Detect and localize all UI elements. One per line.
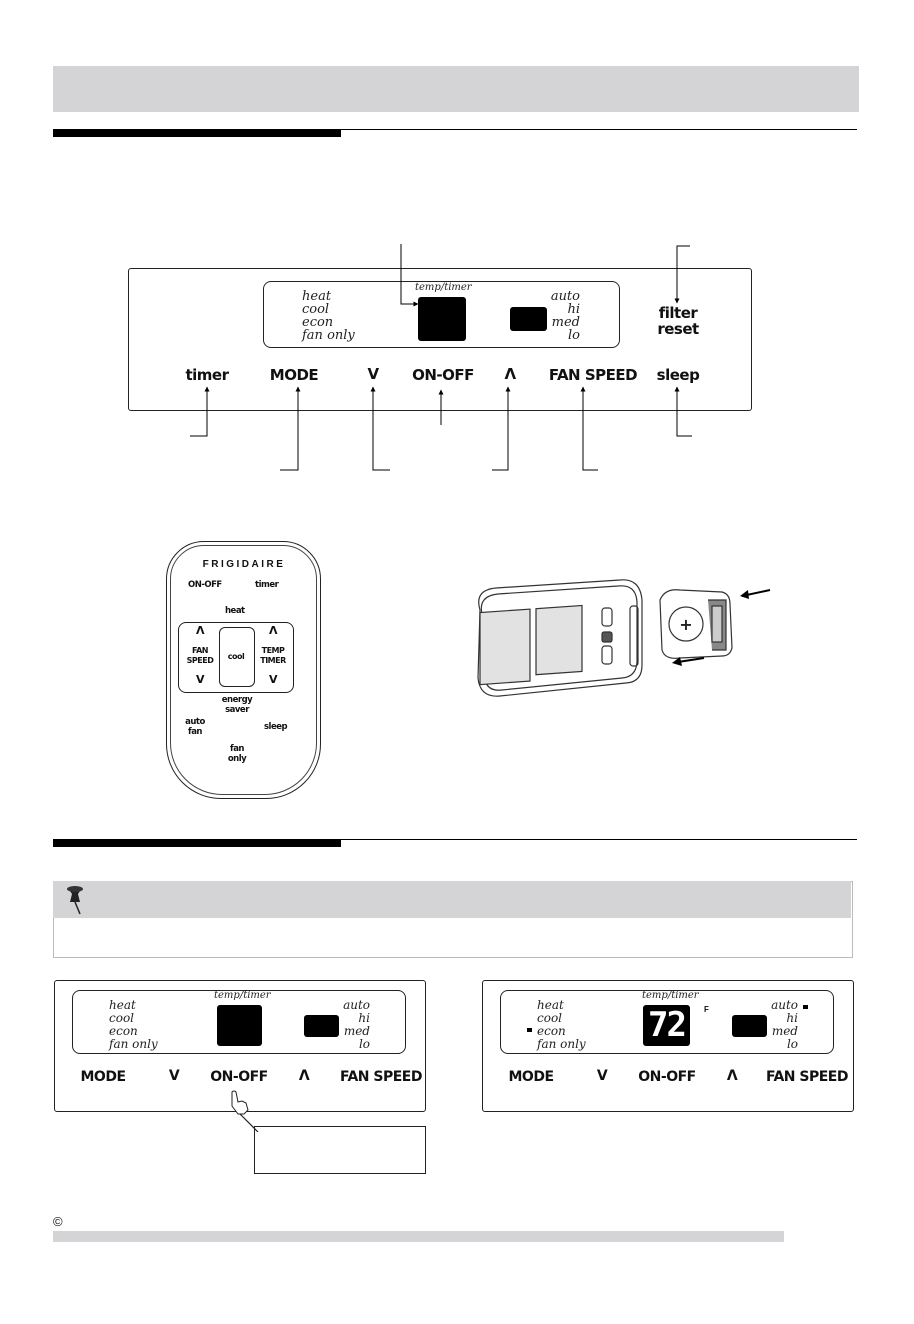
example-fan-display-off xyxy=(304,1015,339,1037)
fan-auto: auto xyxy=(550,289,580,304)
remote-fan-speed-up-button[interactable]: Λ xyxy=(195,624,205,637)
example-panel-on xyxy=(482,980,854,1112)
econ-indicator-dot xyxy=(527,1028,532,1032)
remote-cool-button-frame[interactable] xyxy=(219,627,255,687)
remote-temp-timer-label: TEMP TIMER xyxy=(260,646,286,665)
note-header xyxy=(53,881,851,918)
example-fan-speed-button-on[interactable]: FAN SPEED xyxy=(766,1069,848,1085)
example-down-button[interactable]: V xyxy=(168,1068,180,1084)
lcd-display xyxy=(263,281,620,348)
remote-inner-outline xyxy=(170,545,317,795)
remote-timer-button[interactable]: timer xyxy=(255,580,279,590)
example-mode-button[interactable]: MODE xyxy=(80,1069,126,1085)
example-up-button-on[interactable]: Λ xyxy=(726,1068,738,1084)
remote-control xyxy=(166,541,321,799)
remote-heat-button[interactable]: heat xyxy=(225,606,245,616)
footer-bar xyxy=(53,1231,784,1242)
callout-box xyxy=(254,1126,426,1174)
remote-fan-only-button[interactable]: fan only xyxy=(227,744,247,764)
example-temp-timer-label: temp/timer xyxy=(214,990,271,1001)
fan-display xyxy=(510,307,547,331)
remote-auto-fan-button[interactable]: auto fan xyxy=(185,717,205,737)
example-temp-timer-label-on: temp/timer xyxy=(642,990,699,1001)
mode-heat: heat xyxy=(302,289,332,304)
example-up-button[interactable]: Λ xyxy=(298,1068,310,1084)
example-down-button-on[interactable]: V xyxy=(596,1068,608,1084)
section-title-bar xyxy=(53,66,859,112)
pointing-hand-icon xyxy=(231,1090,259,1132)
example-on-off-button-on[interactable]: ON-OFF xyxy=(638,1069,696,1085)
panel-callout-lines xyxy=(190,244,692,471)
section-rule-thick xyxy=(53,129,341,137)
battery-install-illustration: + xyxy=(477,579,771,697)
example-lcd-off xyxy=(72,990,406,1054)
example-lcd-on xyxy=(500,990,834,1054)
mode-cool: cool xyxy=(302,302,330,317)
example-fan-list: auto hi med lo xyxy=(343,998,370,1051)
remote-fan-speed-down-button[interactable]: V xyxy=(195,673,205,686)
down-button[interactable]: V xyxy=(367,365,379,383)
auto-indicator-dot xyxy=(803,1005,808,1009)
example-mode-list: heat cool econ fan only xyxy=(109,998,158,1051)
example-fan-speed-button[interactable]: FAN SPEED xyxy=(340,1069,422,1085)
example-fan-list-on: auto hi med lo xyxy=(771,998,798,1051)
mode-list: heat cool econ fan only xyxy=(302,290,355,342)
pushpin-icon xyxy=(67,886,83,915)
fan-speed-button[interactable]: FAN SPEED xyxy=(548,366,638,384)
remote-cool-button[interactable]: cool xyxy=(227,652,245,661)
on-off-button[interactable]: ON-OFF xyxy=(412,366,474,384)
unit-indicator: F xyxy=(704,1005,709,1014)
fan-lo: lo xyxy=(568,328,580,343)
example-mode-list-on: heat cool econ fan only xyxy=(537,998,586,1051)
remote-brand-logo: FRIGIDAIRE xyxy=(202,559,286,570)
remote-temp-up-button[interactable]: Λ xyxy=(268,624,278,637)
sleep-button[interactable]: sleep xyxy=(656,366,700,384)
section-rule-thick-2 xyxy=(53,839,341,847)
temp-display xyxy=(418,297,466,341)
section-rule-2 xyxy=(53,839,857,840)
remote-energy-saver-button[interactable]: energy saver xyxy=(221,695,253,715)
fan-hi: hi xyxy=(567,302,580,317)
mode-econ: econ xyxy=(302,315,334,330)
example-panel-off xyxy=(54,980,426,1112)
remote-button-cluster xyxy=(178,622,294,693)
temperature-readout: 72 xyxy=(648,1005,687,1045)
remote-sleep-button[interactable]: sleep xyxy=(264,722,288,732)
copyright-symbol: © xyxy=(53,1214,63,1229)
remote-on-off-button[interactable]: ON-OFF xyxy=(188,580,222,590)
example-fan-display-on xyxy=(732,1015,767,1037)
example-temp-display-on: 72 xyxy=(643,1005,690,1046)
temp-timer-label: temp/timer xyxy=(415,282,472,293)
filter-reset-button[interactable]: filter reset xyxy=(657,304,699,338)
remote-fan-speed-label: FAN SPEED xyxy=(186,646,214,665)
example-temp-display-off xyxy=(217,1005,262,1046)
remote-temp-down-button[interactable]: V xyxy=(268,673,278,686)
up-button[interactable]: Λ xyxy=(504,365,516,383)
battery-plus-sign: + xyxy=(679,615,692,634)
mode-button[interactable]: MODE xyxy=(269,366,319,384)
example-mode-button-on[interactable]: MODE xyxy=(508,1069,554,1085)
example-on-off-button[interactable]: ON-OFF xyxy=(210,1069,268,1085)
fan-speed-list: auto hi med lo xyxy=(538,290,580,342)
fan-med: med xyxy=(551,315,580,330)
timer-button[interactable]: timer xyxy=(185,366,229,384)
mode-fan-only: fan only xyxy=(302,328,355,343)
section-rule xyxy=(53,129,857,130)
